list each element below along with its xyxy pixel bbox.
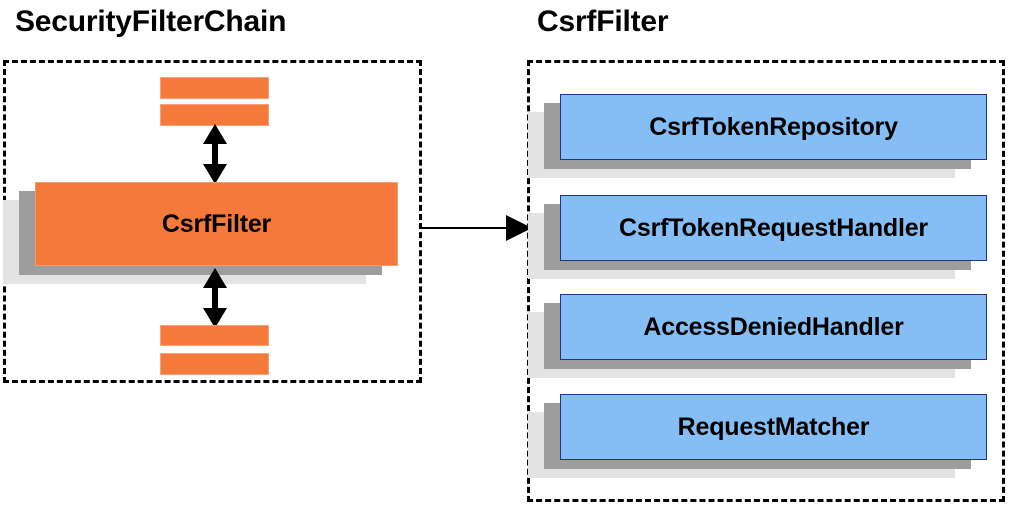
csrf-filter-boundary <box>527 60 1005 502</box>
collaborator-card-face: CsrfTokenRepository <box>560 94 987 160</box>
collaborator-card-face: RequestMatcher <box>560 394 987 460</box>
left-panel-title: SecurityFilterChain <box>15 5 287 38</box>
collaborator-card-accessdeniedhandler[interactable]: AccessDeniedHandler <box>528 294 987 378</box>
arrow-below-csrffilter <box>200 268 230 328</box>
csrffilter-card-face: CsrfFilter <box>35 182 398 266</box>
collaborator-card-label: RequestMatcher <box>677 412 870 441</box>
collaborator-card-face: AccessDeniedHandler <box>560 294 987 360</box>
collaborator-card-csrftokenrequesthandler[interactable]: CsrfTokenRequestHandler <box>528 195 987 279</box>
collaborator-card-csrftokenrepository[interactable]: CsrfTokenRepository <box>528 94 987 178</box>
filter-bar-below-2 <box>160 353 269 375</box>
collaborator-card-label: AccessDeniedHandler <box>643 312 904 341</box>
arrow-above-csrffilter <box>200 124 230 184</box>
collaborator-card-requestmatcher[interactable]: RequestMatcher <box>528 394 987 478</box>
csrffilter-to-detail-arrow <box>420 213 532 243</box>
csrffilter-card[interactable]: CsrfFilter <box>3 182 398 284</box>
csrffilter-card-label: CsrfFilter <box>161 209 272 238</box>
collaborator-card-face: CsrfTokenRequestHandler <box>560 195 987 261</box>
collaborator-card-label: CsrfTokenRepository <box>649 112 898 141</box>
filter-bar-below-1 <box>160 325 269 346</box>
filter-bar-above-1 <box>160 77 269 99</box>
collaborator-card-label: CsrfTokenRequestHandler <box>619 213 928 242</box>
right-panel-title: CsrfFilter <box>537 5 669 38</box>
filter-bar-above-2 <box>160 104 269 126</box>
